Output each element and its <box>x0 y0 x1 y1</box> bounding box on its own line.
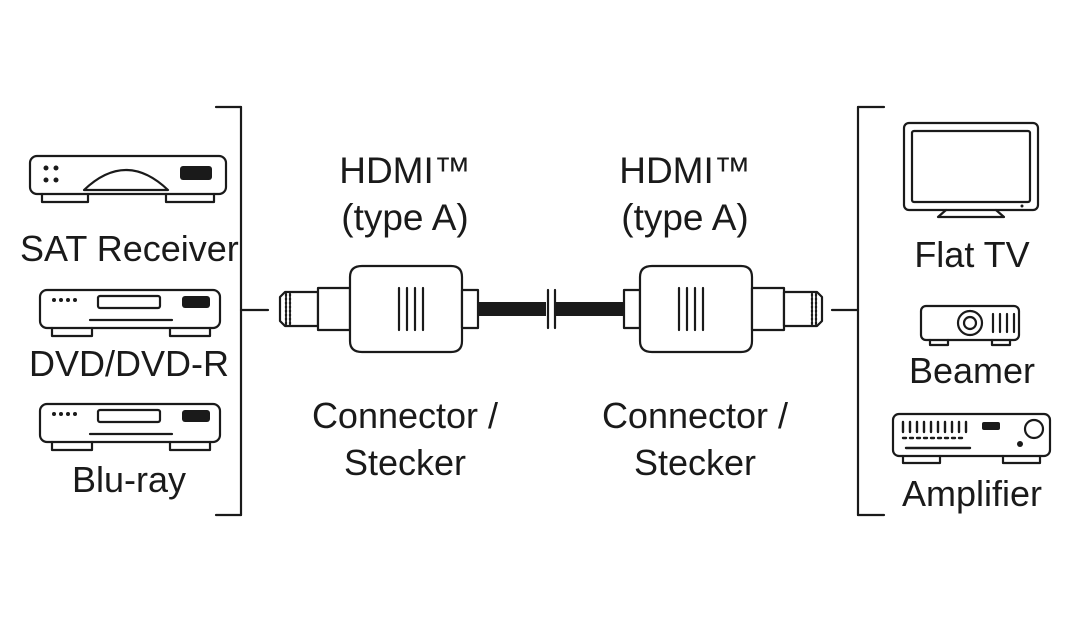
sat-receiver-icon <box>28 154 228 204</box>
left-connector-type-line1: HDMI™ <box>339 150 471 191</box>
amplifier-icon <box>891 412 1052 465</box>
right-bracket <box>830 105 886 517</box>
left-hdmi-plug <box>278 264 480 354</box>
right-connector-caption-line1: Connector / <box>601 395 789 436</box>
dvd-player-icon <box>38 288 222 338</box>
right-connector-type-line1: HDMI™ <box>619 150 751 191</box>
right-hdmi-plug <box>622 264 824 354</box>
dvd-label: DVD/DVD-R <box>28 343 229 384</box>
hdmi-cable <box>478 288 624 330</box>
left-connector-type-line2: (type A) <box>341 197 469 238</box>
beamer-label: Beamer <box>908 350 1036 391</box>
right-connector-caption-line2: Stecker <box>633 442 757 483</box>
left-connector-caption-line1: Connector / <box>311 395 499 436</box>
bluray-label: Blu-ray <box>71 459 187 500</box>
left-connector-caption-line2: Stecker <box>343 442 467 483</box>
left-bracket <box>214 105 270 517</box>
right-connector-type-line2: (type A) <box>621 197 749 238</box>
flat-tv-label: Flat TV <box>914 234 1030 275</box>
bluray-player-icon <box>38 402 222 452</box>
beamer-icon <box>919 304 1021 347</box>
amplifier-label: Amplifier <box>901 473 1043 514</box>
sat-receiver-label: SAT Receiver <box>20 228 239 269</box>
flat-tv-icon <box>902 121 1040 219</box>
